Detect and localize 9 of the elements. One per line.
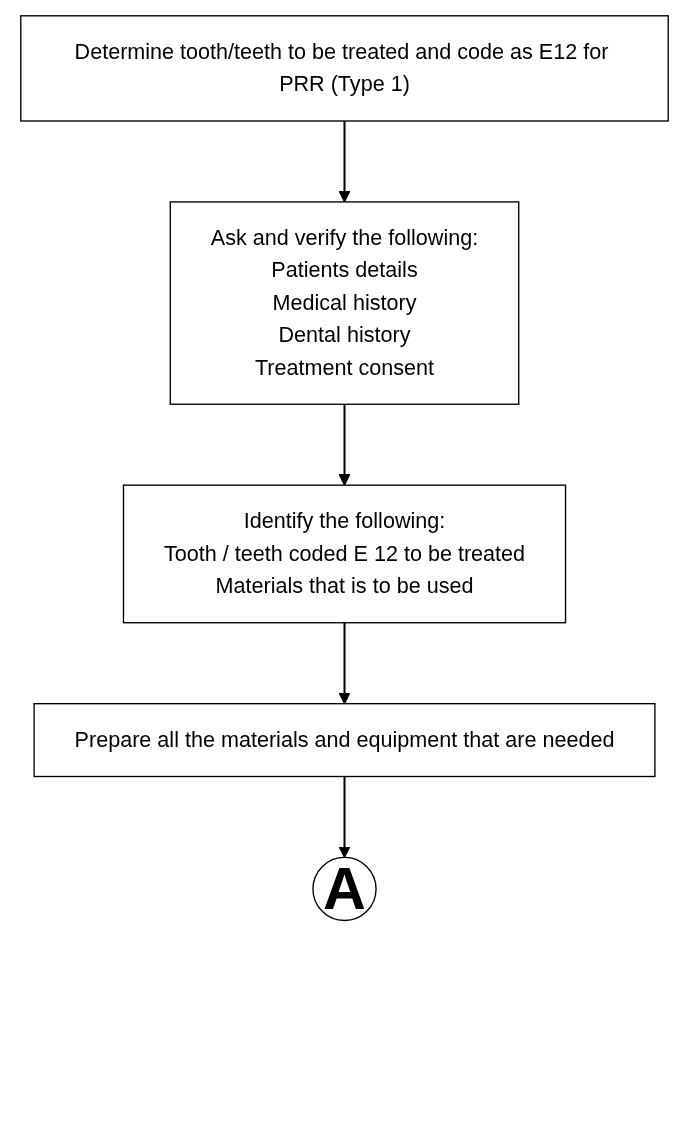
node-box: Ask and verify the following: Patients details Medical history Dental history Treatment consent	[169, 201, 520, 405]
arrow	[338, 404, 351, 486]
node-box: Prepare all the materials and equipment that are needed	[33, 703, 656, 778]
node-circle: A	[312, 856, 377, 922]
node-box: Determine tooth/teeth to be treated and code as E12 for PRR (Type 1)	[20, 15, 669, 122]
arrow	[338, 776, 351, 858]
arrow	[338, 622, 351, 705]
node-box: Identify the following: Tooth / teeth coded E 12 to be treated Materials that is to be used	[122, 484, 567, 624]
arrow	[338, 121, 351, 203]
